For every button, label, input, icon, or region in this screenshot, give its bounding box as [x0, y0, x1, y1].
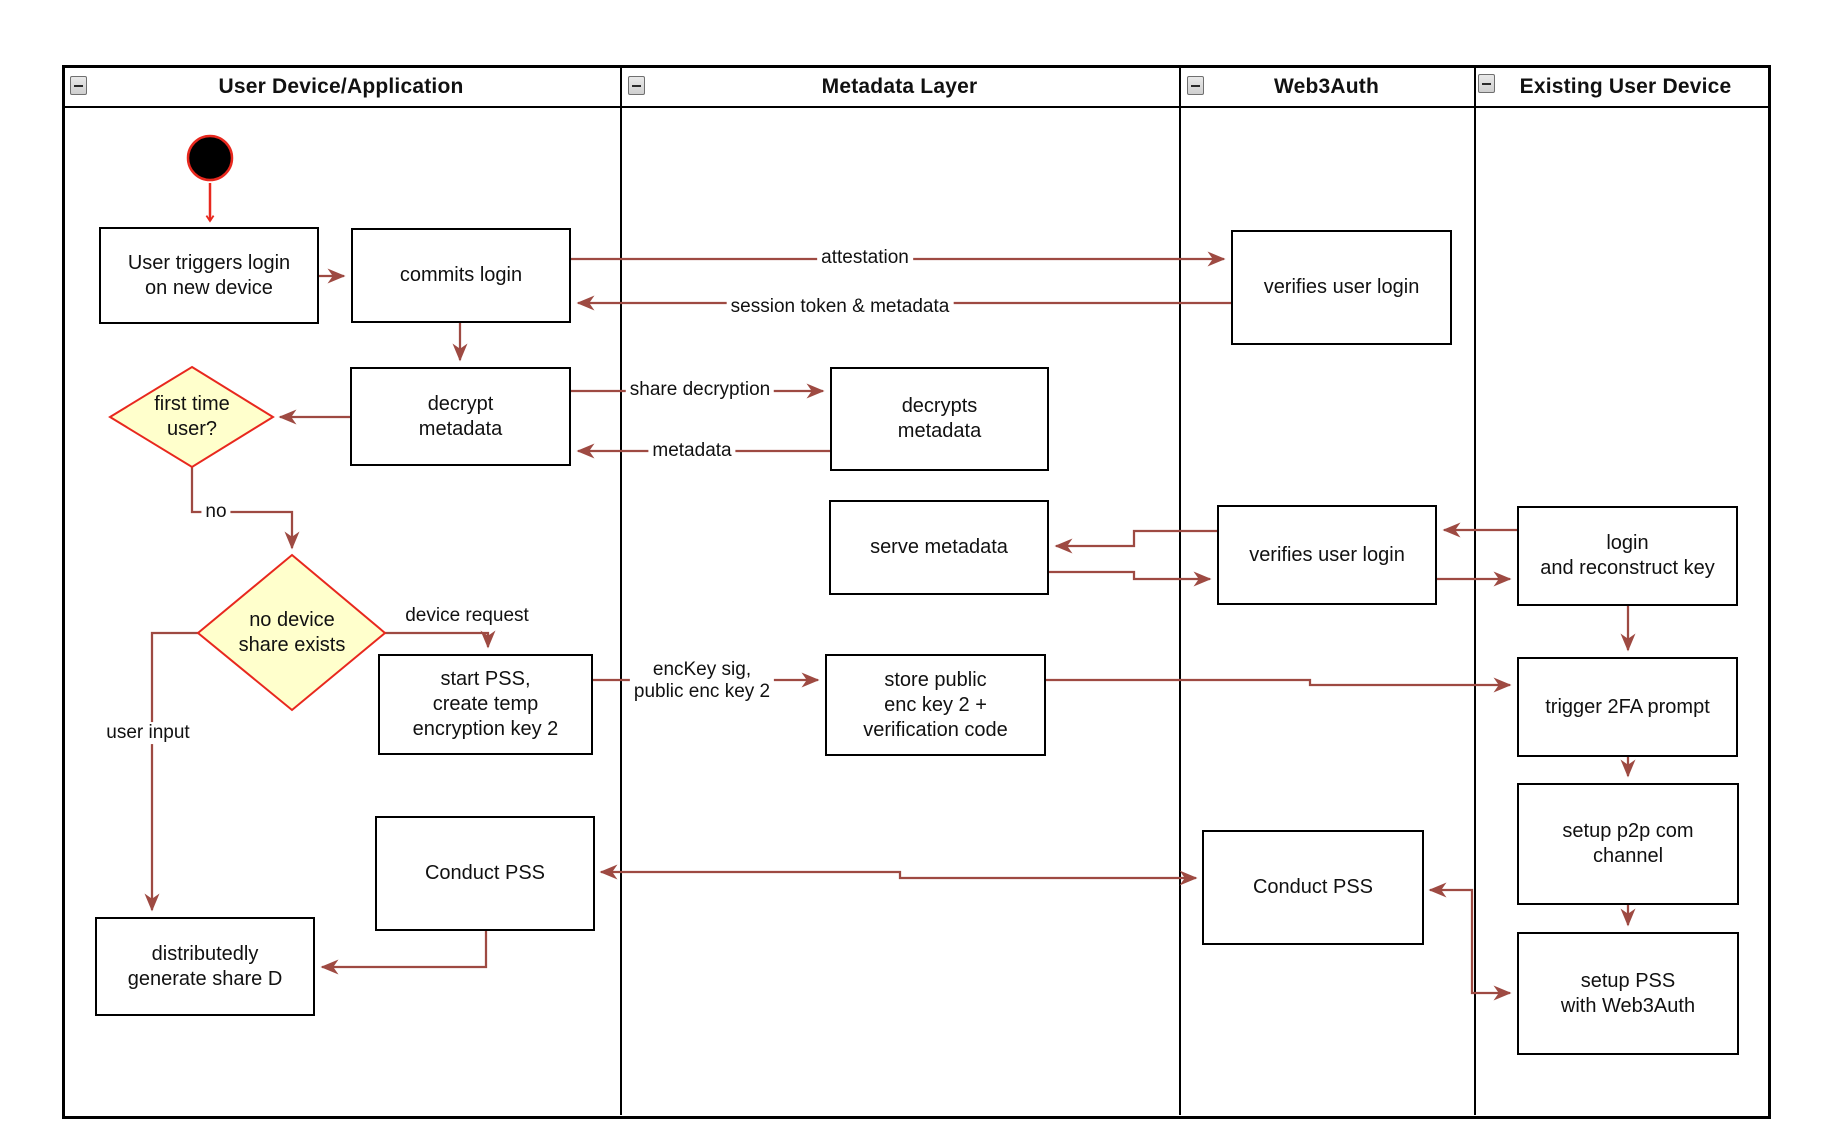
node-conduct-pss-web3auth: Conduct PSS: [1202, 830, 1424, 945]
edge-label-no: no: [201, 501, 231, 523]
edge-verifies2-to-serve: [1054, 529, 1217, 554]
node-generate-share-d: distributedly generate share D: [95, 917, 315, 1016]
edge-label-session-token: session token & metadata: [726, 296, 954, 318]
edge-conduct-to-generate: [320, 931, 488, 975]
edge-serve-to-verifies2: [1049, 570, 1212, 587]
node-setup-p2p-channel: setup p2p com channel: [1517, 783, 1739, 905]
edge-device-request: [385, 630, 496, 649]
lane-header-metadata-layer: Metadata Layer: [622, 67, 1177, 106]
edge-no-branch: [190, 467, 300, 550]
decision-first-time-user: [108, 365, 275, 469]
node-decrypts-metadata: decrypts metadata: [830, 367, 1049, 471]
node-user-triggers-login: User triggers login on new device: [99, 227, 319, 324]
collapse-minus-icon[interactable]: [628, 76, 645, 95]
lane-header-web3auth: Web3Auth: [1181, 67, 1472, 106]
edge-label-share-decryption: share decryption: [625, 379, 775, 401]
lane-title: Existing User Device: [1519, 74, 1732, 98]
node-trigger-2fa-prompt: trigger 2FA prompt: [1517, 657, 1738, 757]
collapse-minus-icon[interactable]: [1187, 76, 1204, 95]
edge-label-attestation: attestation: [817, 247, 913, 269]
collapse-minus-icon[interactable]: [1478, 74, 1495, 93]
decision-label-no-device-share: no device share exists: [238, 609, 346, 656]
lane-divider: [1179, 65, 1181, 1115]
edge-store-to-2fa: [1046, 677, 1512, 693]
node-verifies-user-login-2: verifies user login: [1217, 505, 1437, 605]
edge-label-user-input: user input: [102, 722, 194, 744]
node-start-pss: start PSS, create temp encryption key 2: [378, 654, 593, 755]
header-separator: [62, 106, 1768, 108]
collapse-minus-icon[interactable]: [70, 76, 87, 95]
lane-divider: [1474, 65, 1476, 1115]
decision-no-device-share: [196, 553, 387, 712]
edge-conduct-setup-pss-link: [1428, 882, 1512, 1001]
lane-title: User Device/Application: [218, 74, 464, 98]
node-login-reconstruct-key: login and reconstruct key: [1517, 506, 1738, 606]
edge-label-enckey: encKey sig, public enc key 2: [629, 659, 775, 703]
edge-conduct-pss-link: [599, 864, 1198, 886]
edge-label-device-request: device request: [405, 605, 529, 627]
node-conduct-pss-user: Conduct PSS: [375, 816, 595, 931]
node-serve-metadata: serve metadata: [829, 500, 1049, 595]
node-verifies-user-login-1: verifies user login: [1231, 230, 1452, 345]
decision-label-first-time: first time user?: [154, 393, 230, 440]
node-setup-pss-web3auth: setup PSS with Web3Auth: [1517, 932, 1739, 1055]
lane-header-existing-device: Existing User Device: [1486, 67, 1765, 106]
node-store-public-enc-key: store public enc key 2 + verification co…: [825, 654, 1046, 756]
node-commits-login: commits login: [351, 228, 571, 323]
edge-label-metadata: metadata: [648, 440, 736, 462]
initial-node: [186, 134, 234, 182]
edge-user-input: [144, 631, 198, 912]
lane-divider: [620, 65, 622, 1115]
node-decrypt-metadata: decrypt metadata: [350, 367, 571, 466]
lane-title: Metadata Layer: [821, 74, 978, 98]
lane-title: Web3Auth: [1273, 74, 1380, 98]
lane-header-user-device: User Device/Application: [64, 67, 618, 106]
